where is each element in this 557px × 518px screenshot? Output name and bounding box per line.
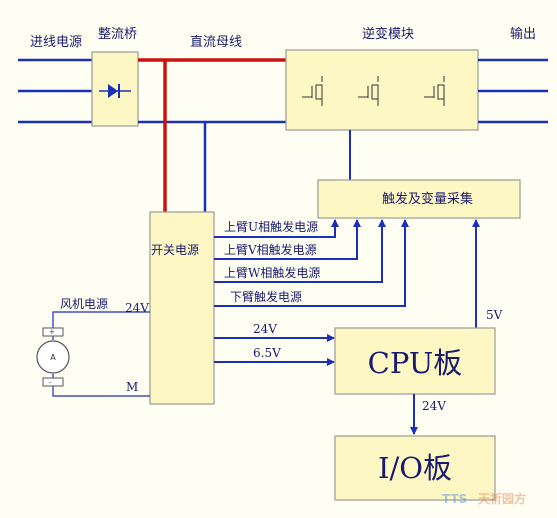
dc-bus-label: 直流母线 <box>190 35 242 50</box>
cpu-board-box <box>334 327 496 395</box>
svg-text:天祈园方: 天祈园方 <box>478 491 526 506</box>
io-24v-label: 24V <box>422 399 446 413</box>
fan-m-label: M <box>126 380 138 394</box>
switching-power-box <box>149 211 215 405</box>
input-power-label: 进线电源 <box>30 35 82 50</box>
switching-power-label: 开关电源 <box>151 243 199 257</box>
diode-icon <box>99 84 131 98</box>
upper-w-label: 上臂W相触发电源 <box>224 265 320 280</box>
lower-label: 下臂触发电源 <box>230 289 302 304</box>
fan-voltage-label: 24V <box>125 301 149 315</box>
output-lines <box>478 58 548 124</box>
input-lines <box>18 58 92 124</box>
trigger-sampling-label: 触发及变量采集 <box>382 191 473 207</box>
io-board-box <box>334 435 496 501</box>
inverter-label: 逆变模块 <box>362 26 414 42</box>
cpu-24v-label: 24V <box>253 322 277 336</box>
svg-text:A: A <box>50 353 56 362</box>
cpu-65v-label: 6.5V <box>253 346 281 360</box>
trigger-sampling-box <box>317 179 521 219</box>
output-label: 输出 <box>510 26 536 42</box>
fan-motor-icon: A + - <box>36 327 70 387</box>
cpu-board-label: CPU板 <box>368 346 463 380</box>
cpu-5v-label: 5V <box>486 308 503 322</box>
fan-power-label: 风机电源 <box>60 297 108 311</box>
inverter-box <box>285 49 479 131</box>
rectifier-label: 整流桥 <box>98 27 137 42</box>
svg-text:-: - <box>49 379 52 387</box>
cpu-power-lines <box>214 334 335 366</box>
svg-text:TTS: TTS <box>442 492 467 506</box>
watermark-logo: TTS 天祈园方 <box>442 491 526 506</box>
upper-u-label: 上臂U相触发电源 <box>224 219 318 234</box>
upper-v-label: 上臂V相触发电源 <box>224 242 317 257</box>
trigger-power-lines <box>214 219 409 307</box>
svg-text:+: + <box>49 328 55 336</box>
igbt-icons <box>302 76 445 106</box>
io-board-label: I/O板 <box>378 451 452 485</box>
